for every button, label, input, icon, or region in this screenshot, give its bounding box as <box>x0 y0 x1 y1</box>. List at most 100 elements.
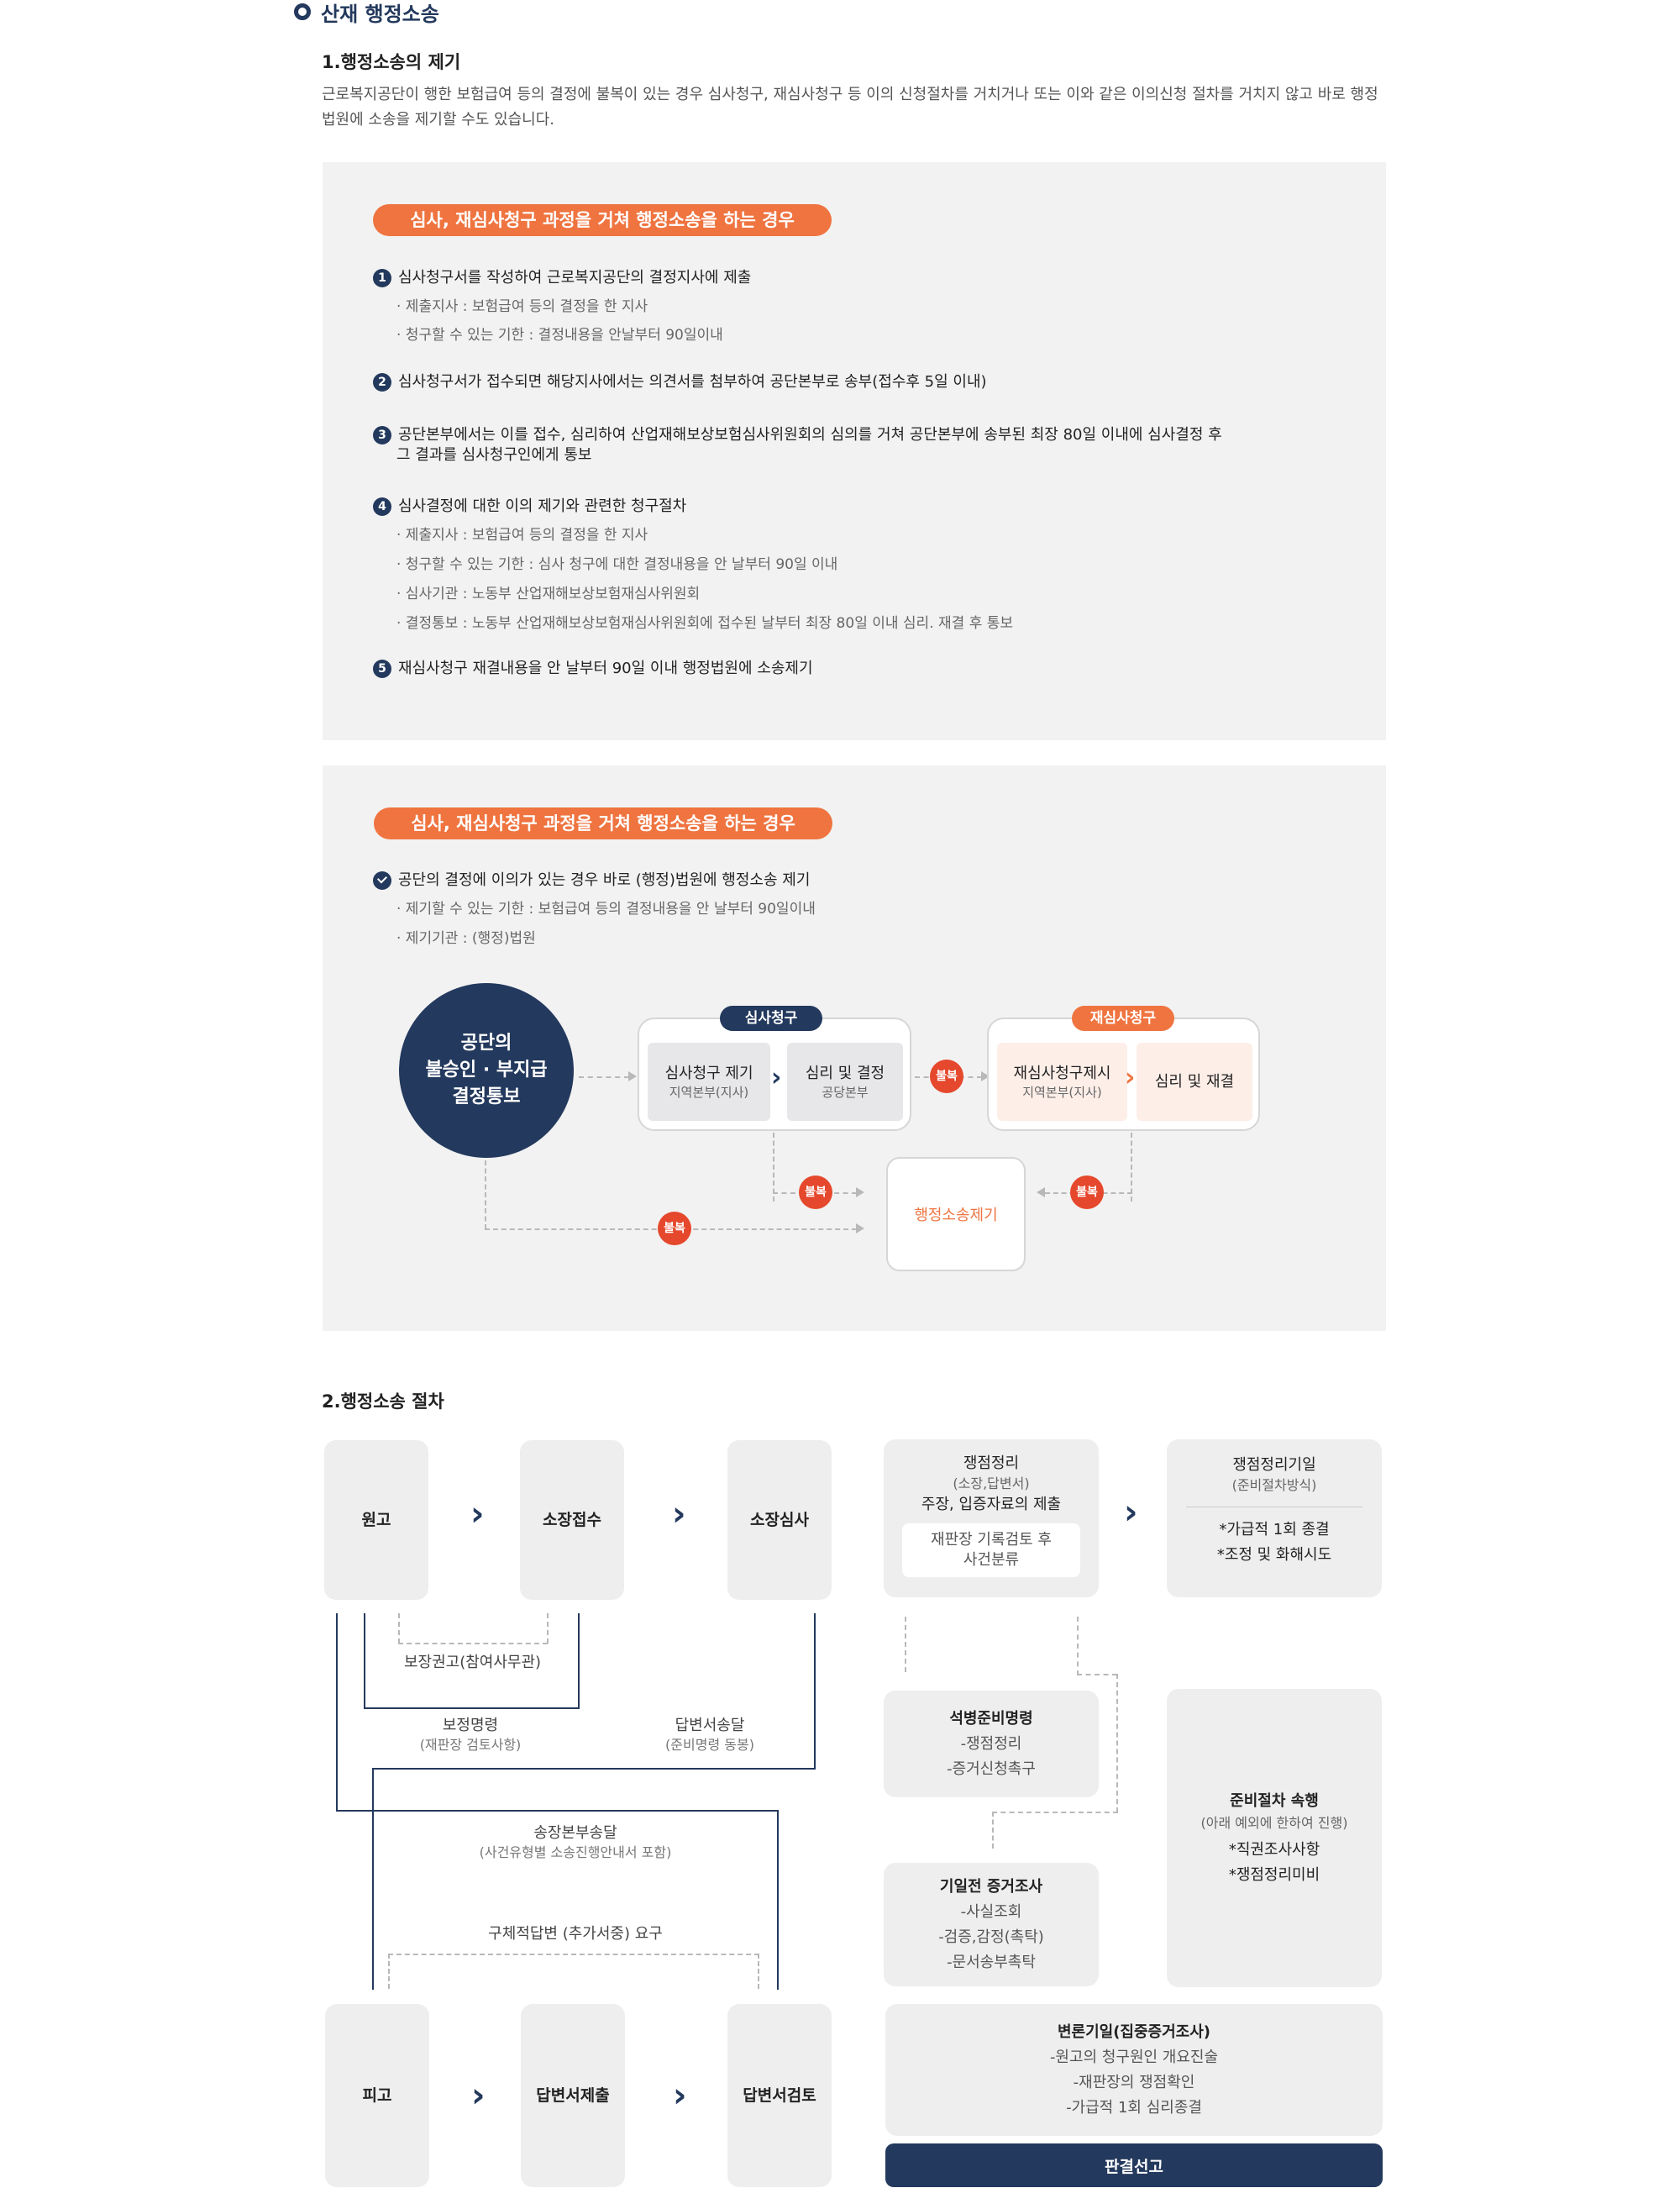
section2-title: 2.행정소송 절차 <box>322 1391 444 1412</box>
panel2-pill: 심사, 재심사청구 과정을 거쳐 행정소송을 하는 경우 <box>374 807 832 839</box>
objection-badge: 불복 <box>1070 1176 1104 1209</box>
flow-line <box>336 1810 779 1812</box>
appeal-group: 심사청구 제기 지역본부(지사) › 심리 및 결정 공당본부 <box>638 1018 911 1131</box>
direct-sub: · 제기할 수 있는 기한 : 보험급여 등의 결정내용을 안 날부터 90일이… <box>396 901 816 918</box>
chevron-right-icon: › <box>471 2076 486 2115</box>
answer-review-box: 답변서검토 <box>727 2004 832 2187</box>
direct-sub: · 제기기관 : (행정)법원 <box>396 930 536 947</box>
step-text: 공단본부에서는 이를 접수, 심리하여 산업재해보상보험심사위원회의 심의를 거… <box>398 426 1222 444</box>
flow-connector <box>398 1643 548 1644</box>
arrow-right-icon <box>981 1071 990 1081</box>
verdict-box: 판결선고 <box>885 2143 1383 2187</box>
appeal-filing-sub: 지역본부(지사) <box>669 1084 749 1100</box>
flow-connector <box>579 1076 629 1078</box>
section1-description: 근로복지공단이 행한 보험급여 등의 결정에 불복이 있는 경우 심사청구, 재… <box>322 86 1378 129</box>
verdict-label: 판결선고 <box>1105 2157 1163 2176</box>
appeal-review-label: 심리 및 결정 <box>805 1064 885 1082</box>
step-sub: · 제출지사 : 보험급여 등의 결정을 한 지사 <box>396 527 648 544</box>
appeal-review-box: 심리 및 결정 공당본부 <box>787 1043 903 1121</box>
defendant-label: 피고 <box>362 2086 392 2105</box>
reappeal-group: 재심사청구제시 지역본부(지사) › 심리 및 재결 <box>987 1018 1260 1131</box>
flow-connector <box>1077 1617 1079 1675</box>
flow-connector <box>905 1617 906 1672</box>
prep-continue-item: *쟁점정리미비 <box>1228 1865 1320 1884</box>
reappeal-filing-label: 재심사청구제시 <box>1013 1064 1111 1082</box>
flow-connector <box>992 1812 994 1849</box>
correction-advice-label: 보장권고(참여사무관) <box>403 1654 542 1671</box>
hearing-item: -재판장의 쟁점확인 <box>1073 2073 1195 2091</box>
flow-connector <box>547 1613 549 1644</box>
hearing-item: -가급적 1회 심리종결 <box>1066 2098 1202 2117</box>
lawsuit-filing-label: 행정소송제기 <box>914 1207 998 1224</box>
pre-evidence-item: -검증,감정(촉탁) <box>938 1928 1044 1946</box>
appeal-review-sub: 공당본부 <box>822 1084 869 1100</box>
answer-delivery-sub: (준비명령 동봉) <box>665 1737 754 1753</box>
copy-delivery-sub: (사건유형별 소송진행안내서 포함) <box>479 1844 672 1860</box>
step-text: 심사청구서가 접수되면 해당지사에서는 의견서를 첨부하여 공단본부로 송부(접… <box>398 373 987 391</box>
flow-line <box>364 1613 365 1709</box>
decision-notice-circle: 공단의 불승인 · 부지급 결정통보 <box>399 983 574 1158</box>
prep-order-item: -증거신청촉구 <box>947 1759 1036 1778</box>
flow-connector <box>398 1613 400 1644</box>
arrow-right-icon <box>628 1071 637 1081</box>
flow-line <box>578 1613 580 1709</box>
correction-order-sub: (재판장 검토사항) <box>419 1737 522 1753</box>
prep-order-main: 석병준비명령 <box>949 1709 1033 1728</box>
section1-title: 1.행정소송의 제기 <box>322 52 461 72</box>
direct-lawsuit-info: 공단의 결정에 이의가 있는 경우 바로 (행정)법원에 행정소송 제기 · 제… <box>373 870 816 949</box>
pre-evidence-main: 기일전 증거조사 <box>939 1877 1043 1896</box>
flow-line <box>336 1613 338 1812</box>
issue-inner-line: 재판장 기록검토 후 <box>931 1531 1052 1549</box>
complaint-receipt-box: 소장접수 <box>520 1440 624 1600</box>
issue-inner-box: 재판장 기록검토 후 사건분류 <box>902 1523 1080 1577</box>
issue-inner-line: 사건분류 <box>963 1551 1020 1569</box>
flow-connector <box>758 1954 759 1989</box>
answer-delivery-label: 답변서송달 <box>675 1717 745 1734</box>
prep-order-box: 석병준비명령 -쟁점정리 -증거신청촉구 <box>884 1691 1099 1797</box>
panel-direct-lawsuit: 심사, 재심사청구 과정을 거쳐 행정소송을 하는 경우 공단의 결정에 이의가… <box>323 765 1386 1331</box>
hearing-item: -원고의 청구원인 개요진술 <box>1049 2048 1219 2066</box>
pre-evidence-item: -사실조회 <box>960 1902 1022 1921</box>
pre-evidence-box: 기일전 증거조사 -사실조회 -검증,감정(촉탁) -문서송부촉탁 <box>884 1863 1099 1986</box>
heading-text: 산재 행정소송 <box>321 2 439 26</box>
plaintiff-box: 원고 <box>324 1440 428 1600</box>
check-text: 공단의 결정에 이의가 있는 경우 바로 (행정)법원에 행정소송 제기 <box>398 871 811 889</box>
circle-line: 결정통보 <box>452 1086 521 1107</box>
prep-continue-main: 준비절차 속행 <box>1230 1791 1319 1810</box>
step-3: 3 공단본부에서는 이를 접수, 심리하여 산업재해보상보험심사위원회의 심의를 … <box>373 425 1222 465</box>
prep-continue-box: 준비절차 속행 (아래 예외에 한하여 진행) *직권조사사항 *쟁점정리미비 <box>1167 1689 1382 1987</box>
issue-date-sub: (준비절차방식) <box>1231 1477 1317 1493</box>
answer-submit-box: 답변서제출 <box>521 2004 625 2187</box>
issue-date-box: 쟁점정리기일 (준비절차방식) *가급적 1회 종결 *조정 및 화해시도 <box>1167 1439 1382 1597</box>
chevron-right-icon: › <box>1124 1493 1138 1532</box>
objection-badge: 불복 <box>658 1212 691 1245</box>
lawsuit-filing-box: 행정소송제기 <box>886 1157 1026 1271</box>
issue-date-item: *가급적 1회 종결 <box>1219 1521 1330 1538</box>
chevron-right-icon: › <box>1125 1063 1136 1092</box>
check-icon <box>373 871 391 890</box>
copy-delivery-label: 송장본부송달 <box>533 1824 617 1842</box>
flow-connector <box>388 1954 390 1989</box>
defendant-box: 피고 <box>325 2004 429 2187</box>
chevron-right-icon: › <box>673 2076 687 2115</box>
issue-main2: 주장, 입증자료의 제출 <box>921 1496 1062 1513</box>
step-text: 재심사청구 재결내용을 안 날부터 90일 이내 행정법원에 소송제기 <box>398 660 813 677</box>
hearing-box: 변론기일(집중증거조사) -원고의 청구원인 개요진술 -재판장의 쟁점확인 -… <box>885 2004 1383 2136</box>
appeal-tag: 심사청구 <box>720 1006 822 1031</box>
arrow-right-icon <box>856 1223 864 1233</box>
specific-answer-label: 구체적답변 (추가서중) 요구 <box>488 1925 663 1943</box>
step-number: 3 <box>373 426 391 444</box>
flow-line <box>777 1810 779 1990</box>
step-sub: · 청구할 수 있는 기한 : 결정내용을 안날부터 90일이내 <box>396 327 723 344</box>
issue-date-main: 쟁점정리기일 <box>1232 1456 1316 1474</box>
step-text: 심사청구서를 작성하여 근로복지공단의 결정지사에 제출 <box>398 269 752 287</box>
step-number: 5 <box>373 660 391 678</box>
issue-main: 쟁점정리 <box>963 1454 1020 1472</box>
step-text: 심사결정에 대한 이의 제기와 관련한 청구절차 <box>398 497 687 515</box>
arrow-left-icon <box>1037 1187 1045 1197</box>
flow-connector <box>1077 1674 1117 1675</box>
step-number: 1 <box>373 269 391 287</box>
